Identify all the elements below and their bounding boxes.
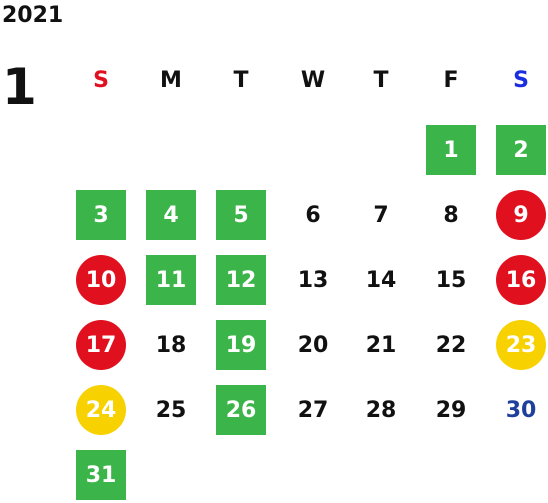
calendar-day[interactable]: 12 <box>216 255 266 305</box>
calendar-day[interactable]: 10 <box>76 255 126 305</box>
calendar-day[interactable]: 21 <box>365 332 397 358</box>
calendar-day[interactable]: 5 <box>216 190 266 240</box>
calendar-day[interactable]: 24 <box>76 385 126 435</box>
calendar-day[interactable]: 9 <box>496 190 546 240</box>
weekday-label: T <box>233 68 249 93</box>
calendar-day[interactable]: 30 <box>505 397 537 423</box>
calendar-day[interactable]: 19 <box>216 320 266 370</box>
calendar-day[interactable]: 6 <box>305 202 321 228</box>
calendar-day[interactable]: 4 <box>146 190 196 240</box>
weekday-label: W <box>300 68 326 93</box>
weekday-label: S <box>513 68 529 93</box>
weekday-label: F <box>443 68 459 93</box>
calendar-day[interactable]: 28 <box>365 397 397 423</box>
calendar-day[interactable]: 1 <box>426 125 476 175</box>
weekday-label: S <box>93 68 109 93</box>
calendar-day[interactable]: 14 <box>365 267 397 293</box>
calendar-day[interactable]: 13 <box>297 267 329 293</box>
calendar-day[interactable]: 23 <box>496 320 546 370</box>
calendar-day[interactable]: 29 <box>435 397 467 423</box>
calendar-day[interactable]: 27 <box>297 397 329 423</box>
calendar-day[interactable]: 15 <box>435 267 467 293</box>
calendar-day[interactable]: 17 <box>76 320 126 370</box>
weekday-label: T <box>373 68 389 93</box>
calendar-day[interactable]: 25 <box>155 397 187 423</box>
calendar-year: 2021 <box>2 3 64 28</box>
calendar-day[interactable]: 16 <box>496 255 546 305</box>
calendar-day[interactable]: 26 <box>216 385 266 435</box>
calendar-month: 1 <box>2 58 37 116</box>
calendar-day[interactable]: 11 <box>146 255 196 305</box>
calendar-day[interactable]: 2 <box>496 125 546 175</box>
calendar-day[interactable]: 8 <box>443 202 459 228</box>
calendar-day[interactable]: 20 <box>297 332 329 358</box>
calendar-day[interactable]: 31 <box>76 450 126 500</box>
calendar-day[interactable]: 7 <box>373 202 389 228</box>
calendar-day[interactable]: 3 <box>76 190 126 240</box>
calendar-day[interactable]: 18 <box>155 332 187 358</box>
weekday-label: M <box>160 68 182 93</box>
calendar-day[interactable]: 22 <box>435 332 467 358</box>
